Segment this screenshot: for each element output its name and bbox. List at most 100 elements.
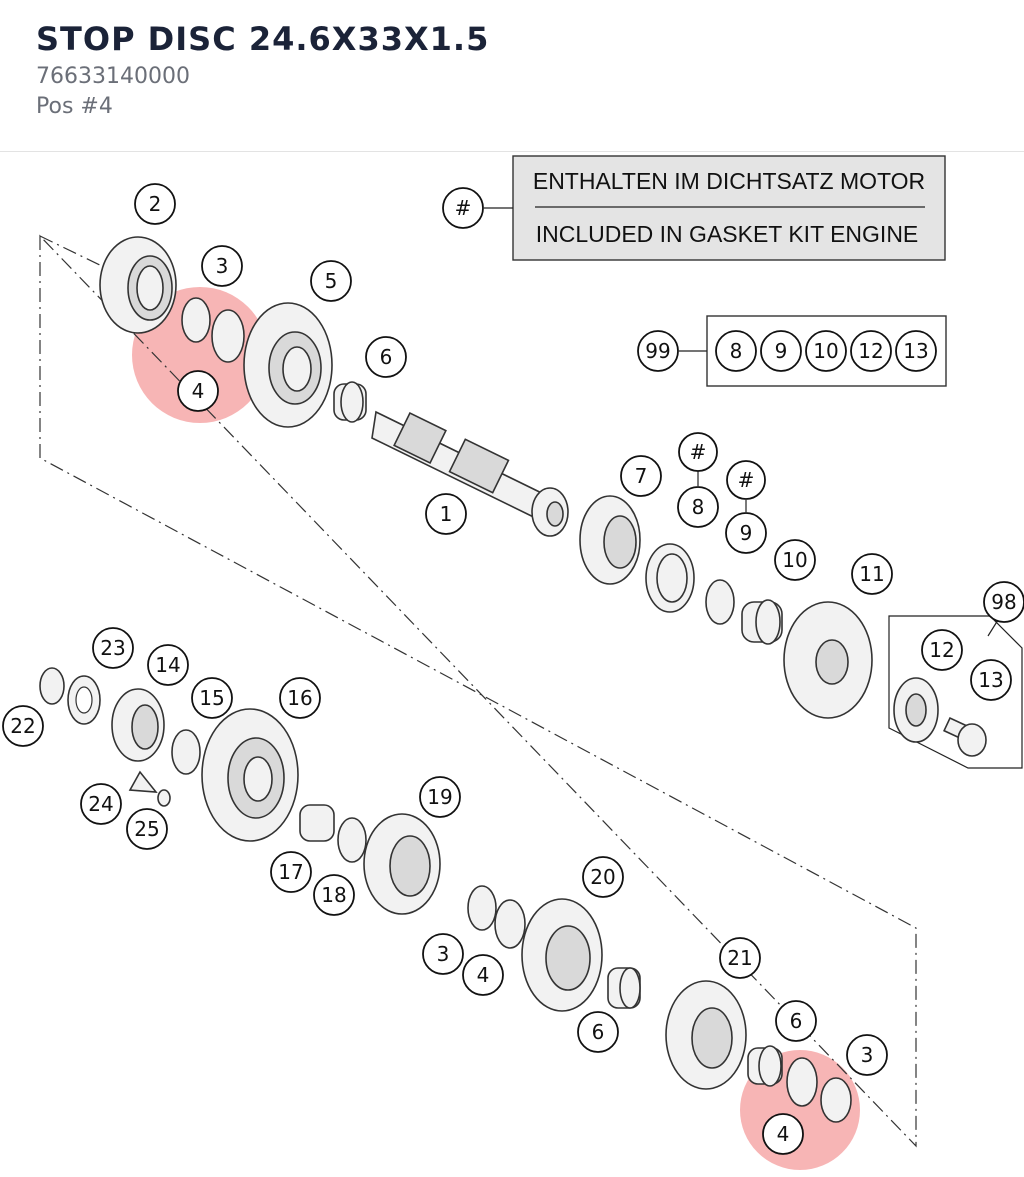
callout-9[interactable]: 9 xyxy=(725,512,767,554)
washer-23 xyxy=(67,675,101,725)
svg-text:3: 3 xyxy=(861,1043,874,1067)
svg-text:99: 99 xyxy=(645,339,670,363)
callout-3-bottom[interactable]: 3 xyxy=(846,1034,888,1076)
svg-text:5: 5 xyxy=(325,269,338,293)
assembly-outline xyxy=(39,234,917,1148)
ring-15 xyxy=(171,729,201,775)
svg-text:16: 16 xyxy=(287,686,312,710)
stop-disc-4-mid xyxy=(494,899,526,949)
svg-text:#: # xyxy=(738,468,755,492)
gear-20 xyxy=(521,898,603,1012)
svg-text:12: 12 xyxy=(858,339,883,363)
callout-22[interactable]: 22 xyxy=(2,705,44,747)
callout-8-hash[interactable]: # xyxy=(678,432,718,472)
ring-3-mid xyxy=(467,885,497,931)
callout-11[interactable]: 11 xyxy=(851,553,893,595)
svg-text:4: 4 xyxy=(777,1122,790,1146)
main-shaft-1 xyxy=(371,410,569,537)
svg-text:6: 6 xyxy=(592,1020,605,1044)
stop-disc-4-top xyxy=(211,309,245,363)
bearing-7 xyxy=(579,495,641,585)
callout-9-hash[interactable]: # xyxy=(726,460,766,500)
part-title: STOP DISC 24.6X33X1.5 xyxy=(36,20,490,58)
legend-symbol-callout: # xyxy=(442,187,484,229)
part-header: STOP DISC 24.6X33X1.5 76633140000 Pos #4 xyxy=(0,0,1024,152)
svg-text:10: 10 xyxy=(782,548,807,572)
legend-line-1: ENTHALTEN IM DICHTSATZ MOTOR xyxy=(533,168,925,194)
svg-text:10: 10 xyxy=(813,339,838,363)
gear-5 xyxy=(243,302,333,428)
callout-18[interactable]: 18 xyxy=(313,874,355,916)
svg-text:23: 23 xyxy=(100,636,125,660)
svg-text:98: 98 xyxy=(991,590,1016,614)
callout-21[interactable]: 21 xyxy=(719,937,761,979)
plate-24 xyxy=(128,770,158,793)
callout-6-top[interactable]: 6 xyxy=(365,336,407,378)
callout-3-mid[interactable]: 3 xyxy=(422,933,464,975)
svg-text:20: 20 xyxy=(590,865,615,889)
callout-20[interactable]: 20 xyxy=(582,856,624,898)
gear-16 xyxy=(201,708,299,842)
callout-3-top[interactable]: 3 xyxy=(201,245,243,287)
svg-text:24: 24 xyxy=(88,792,113,816)
svg-text:17: 17 xyxy=(278,860,303,884)
callout-4-top[interactable]: 4 xyxy=(177,370,219,412)
kit-98-group: 98 12 13 xyxy=(888,581,1024,769)
part-number: 76633140000 xyxy=(36,64,190,89)
exploded-diagram: ENTHALTEN IM DICHTSATZ MOTOR INCLUDED IN… xyxy=(2,155,1024,1170)
ring-3-bottom xyxy=(820,1077,852,1123)
svg-text:#: # xyxy=(690,440,707,464)
callout-10[interactable]: 10 xyxy=(774,539,816,581)
callout-17[interactable]: 17 xyxy=(270,851,312,893)
svg-text:13: 13 xyxy=(978,668,1003,692)
svg-text:#: # xyxy=(455,196,472,220)
callout-16[interactable]: 16 xyxy=(279,677,321,719)
screw-25 xyxy=(157,789,171,807)
svg-text:1: 1 xyxy=(440,502,453,526)
svg-text:9: 9 xyxy=(740,521,753,545)
svg-text:22: 22 xyxy=(10,714,35,738)
seal-8 xyxy=(645,543,695,613)
washer-18 xyxy=(337,817,367,863)
callout-6-bottom[interactable]: 6 xyxy=(775,1000,817,1042)
gear-2 xyxy=(99,236,177,334)
callout-4-mid[interactable]: 4 xyxy=(462,954,504,996)
svg-text:25: 25 xyxy=(134,817,159,841)
callout-19[interactable]: 19 xyxy=(419,776,461,818)
svg-text:6: 6 xyxy=(380,345,393,369)
svg-text:4: 4 xyxy=(477,963,490,987)
bushing-6-bottom xyxy=(747,1045,783,1087)
svg-text:19: 19 xyxy=(427,785,452,809)
callout-23[interactable]: 23 xyxy=(92,627,134,669)
svg-text:8: 8 xyxy=(730,339,743,363)
svg-text:9: 9 xyxy=(775,339,788,363)
callout-4-bottom[interactable]: 4 xyxy=(762,1113,804,1155)
bushing-6-top xyxy=(333,381,367,423)
svg-text:11: 11 xyxy=(859,562,884,586)
callout-15[interactable]: 15 xyxy=(191,677,233,719)
needle-bearing-17 xyxy=(299,804,335,842)
svg-text:4: 4 xyxy=(192,379,205,403)
callout-7[interactable]: 7 xyxy=(620,455,662,497)
ring-9 xyxy=(705,579,735,625)
bearing-14 xyxy=(111,688,165,762)
callout-24[interactable]: 24 xyxy=(80,783,122,825)
legend-line-2: INCLUDED IN GASKET KIT ENGINE xyxy=(536,221,919,247)
kit-99-group: 99 8 9 10 12 13 xyxy=(637,315,947,387)
svg-text:18: 18 xyxy=(321,883,346,907)
svg-text:6: 6 xyxy=(790,1009,803,1033)
callout-25[interactable]: 25 xyxy=(126,808,168,850)
callout-14[interactable]: 14 xyxy=(147,644,189,686)
callout-8[interactable]: 8 xyxy=(677,486,719,528)
callout-1[interactable]: 1 xyxy=(425,493,467,535)
svg-text:2: 2 xyxy=(149,192,162,216)
svg-text:21: 21 xyxy=(727,946,752,970)
callout-2[interactable]: 2 xyxy=(134,183,176,225)
part-position: Pos #4 xyxy=(36,94,113,119)
callout-6-mid[interactable]: 6 xyxy=(577,1011,619,1053)
stop-disc-4-bottom xyxy=(786,1057,818,1107)
callout-5[interactable]: 5 xyxy=(310,260,352,302)
bushing-10 xyxy=(741,599,783,645)
svg-text:12: 12 xyxy=(929,638,954,662)
svg-text:7: 7 xyxy=(635,464,648,488)
